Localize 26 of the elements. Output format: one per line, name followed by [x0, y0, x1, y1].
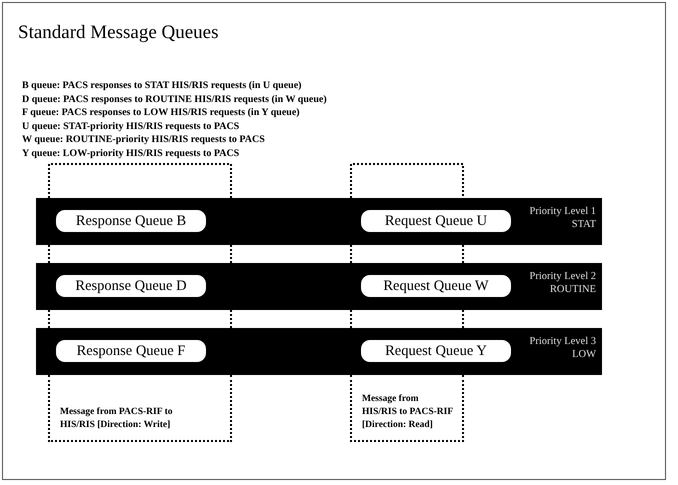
legend-text: B queue: PACS responses to STAT HIS/RIS requests (in U queue) — [22, 80, 302, 91]
queue-pill: Request Queue Y — [361, 340, 511, 362]
region-note: Message from HIS/RIS to PACS-RIF [Direction: Read] — [362, 393, 454, 432]
priority-label: Priority Level 3 — [530, 335, 596, 348]
priority-label: Priority Level 1 — [530, 205, 596, 218]
priority-band — [36, 328, 602, 375]
priority-label: STAT — [570, 218, 596, 231]
priority-label: LOW — [571, 348, 596, 361]
priority-band — [36, 198, 602, 245]
priority-label: Priority Level 2 — [530, 270, 596, 283]
title: Standard Message Queues — [18, 22, 219, 44]
queue-pill: Response Queue F — [56, 340, 206, 362]
priority-band — [36, 263, 602, 310]
dotted-region — [48, 375, 232, 442]
dotted-region — [350, 375, 464, 442]
priority-label: ROUTINE — [548, 283, 596, 296]
region-note: Message from PACS-RIF to HIS/RIS [Direction: Write] — [60, 406, 174, 432]
legend-text: W queue: ROUTINE-priority HIS/RIS requests to PACS — [22, 134, 265, 146]
queue-pill: Response Queue D — [56, 275, 206, 297]
legend-text: F queue: PACS responses to LOW HIS/RIS requests (in Y queue) — [22, 107, 300, 118]
legend-text: U queue: STAT-priority HIS/RIS requests to PACS — [22, 120, 240, 132]
queue-pill: Request Queue U — [361, 210, 511, 232]
queue-pill: Response Queue B — [56, 210, 206, 232]
legend-text: D queue: PACS responses to ROUTINE HIS/RIS requests (in W queue) — [22, 94, 327, 105]
legend-text: Y queue: LOW-priority HIS/RIS requests to PACS — [22, 148, 240, 159]
queue-pill: Request Queue W — [361, 275, 511, 297]
